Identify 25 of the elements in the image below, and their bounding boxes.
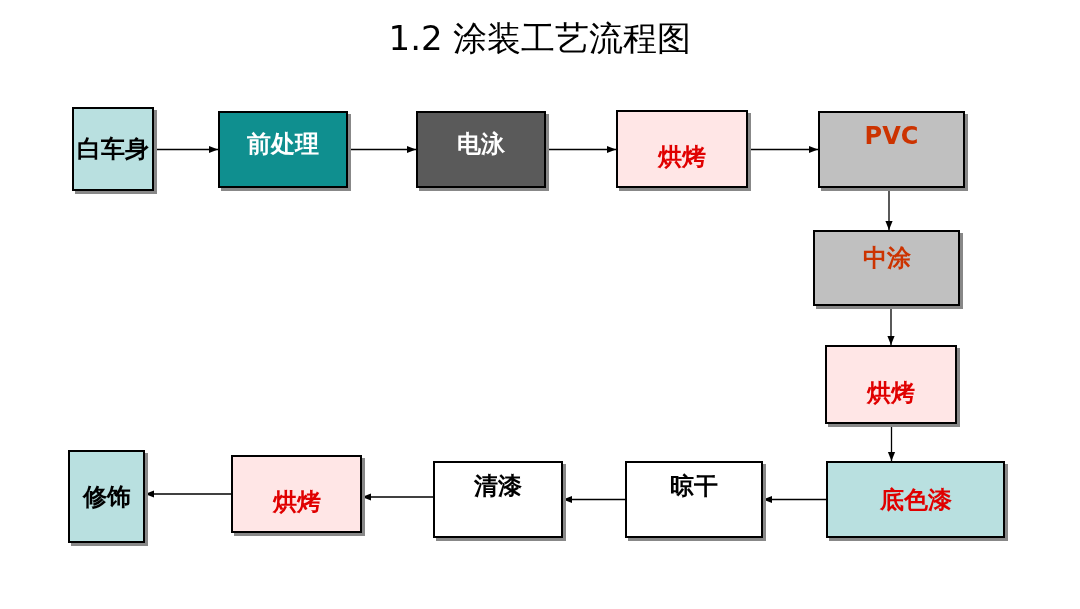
diagram-title: 1.2 涂装工艺流程图 — [387, 17, 693, 60]
step-label: 电泳 — [457, 128, 505, 160]
step-label: 晾干 — [670, 470, 718, 502]
process-box — [625, 461, 763, 538]
step-label: 烘烤 — [272, 487, 321, 518]
process-box — [231, 455, 362, 533]
step-label: 烘烤 — [867, 377, 915, 409]
step-label: 白车身 — [77, 134, 149, 165]
step-label: 清漆 — [474, 470, 522, 502]
process-box — [416, 111, 546, 188]
process-box — [813, 230, 960, 306]
step-label: 中涂 — [862, 243, 911, 274]
process-box — [72, 107, 154, 191]
step-label: 底色漆 — [879, 484, 952, 516]
process-box — [218, 111, 348, 188]
process-box — [68, 450, 145, 543]
step-label: PVC — [864, 121, 919, 150]
process-box — [616, 110, 748, 188]
process-box — [825, 345, 957, 424]
process-box — [826, 461, 1005, 538]
process-box — [433, 461, 563, 538]
step-label: 修饰 — [82, 481, 131, 513]
process-box — [818, 111, 965, 188]
step-label: 烘烤 — [658, 142, 706, 173]
step-label: 前处理 — [247, 128, 319, 160]
